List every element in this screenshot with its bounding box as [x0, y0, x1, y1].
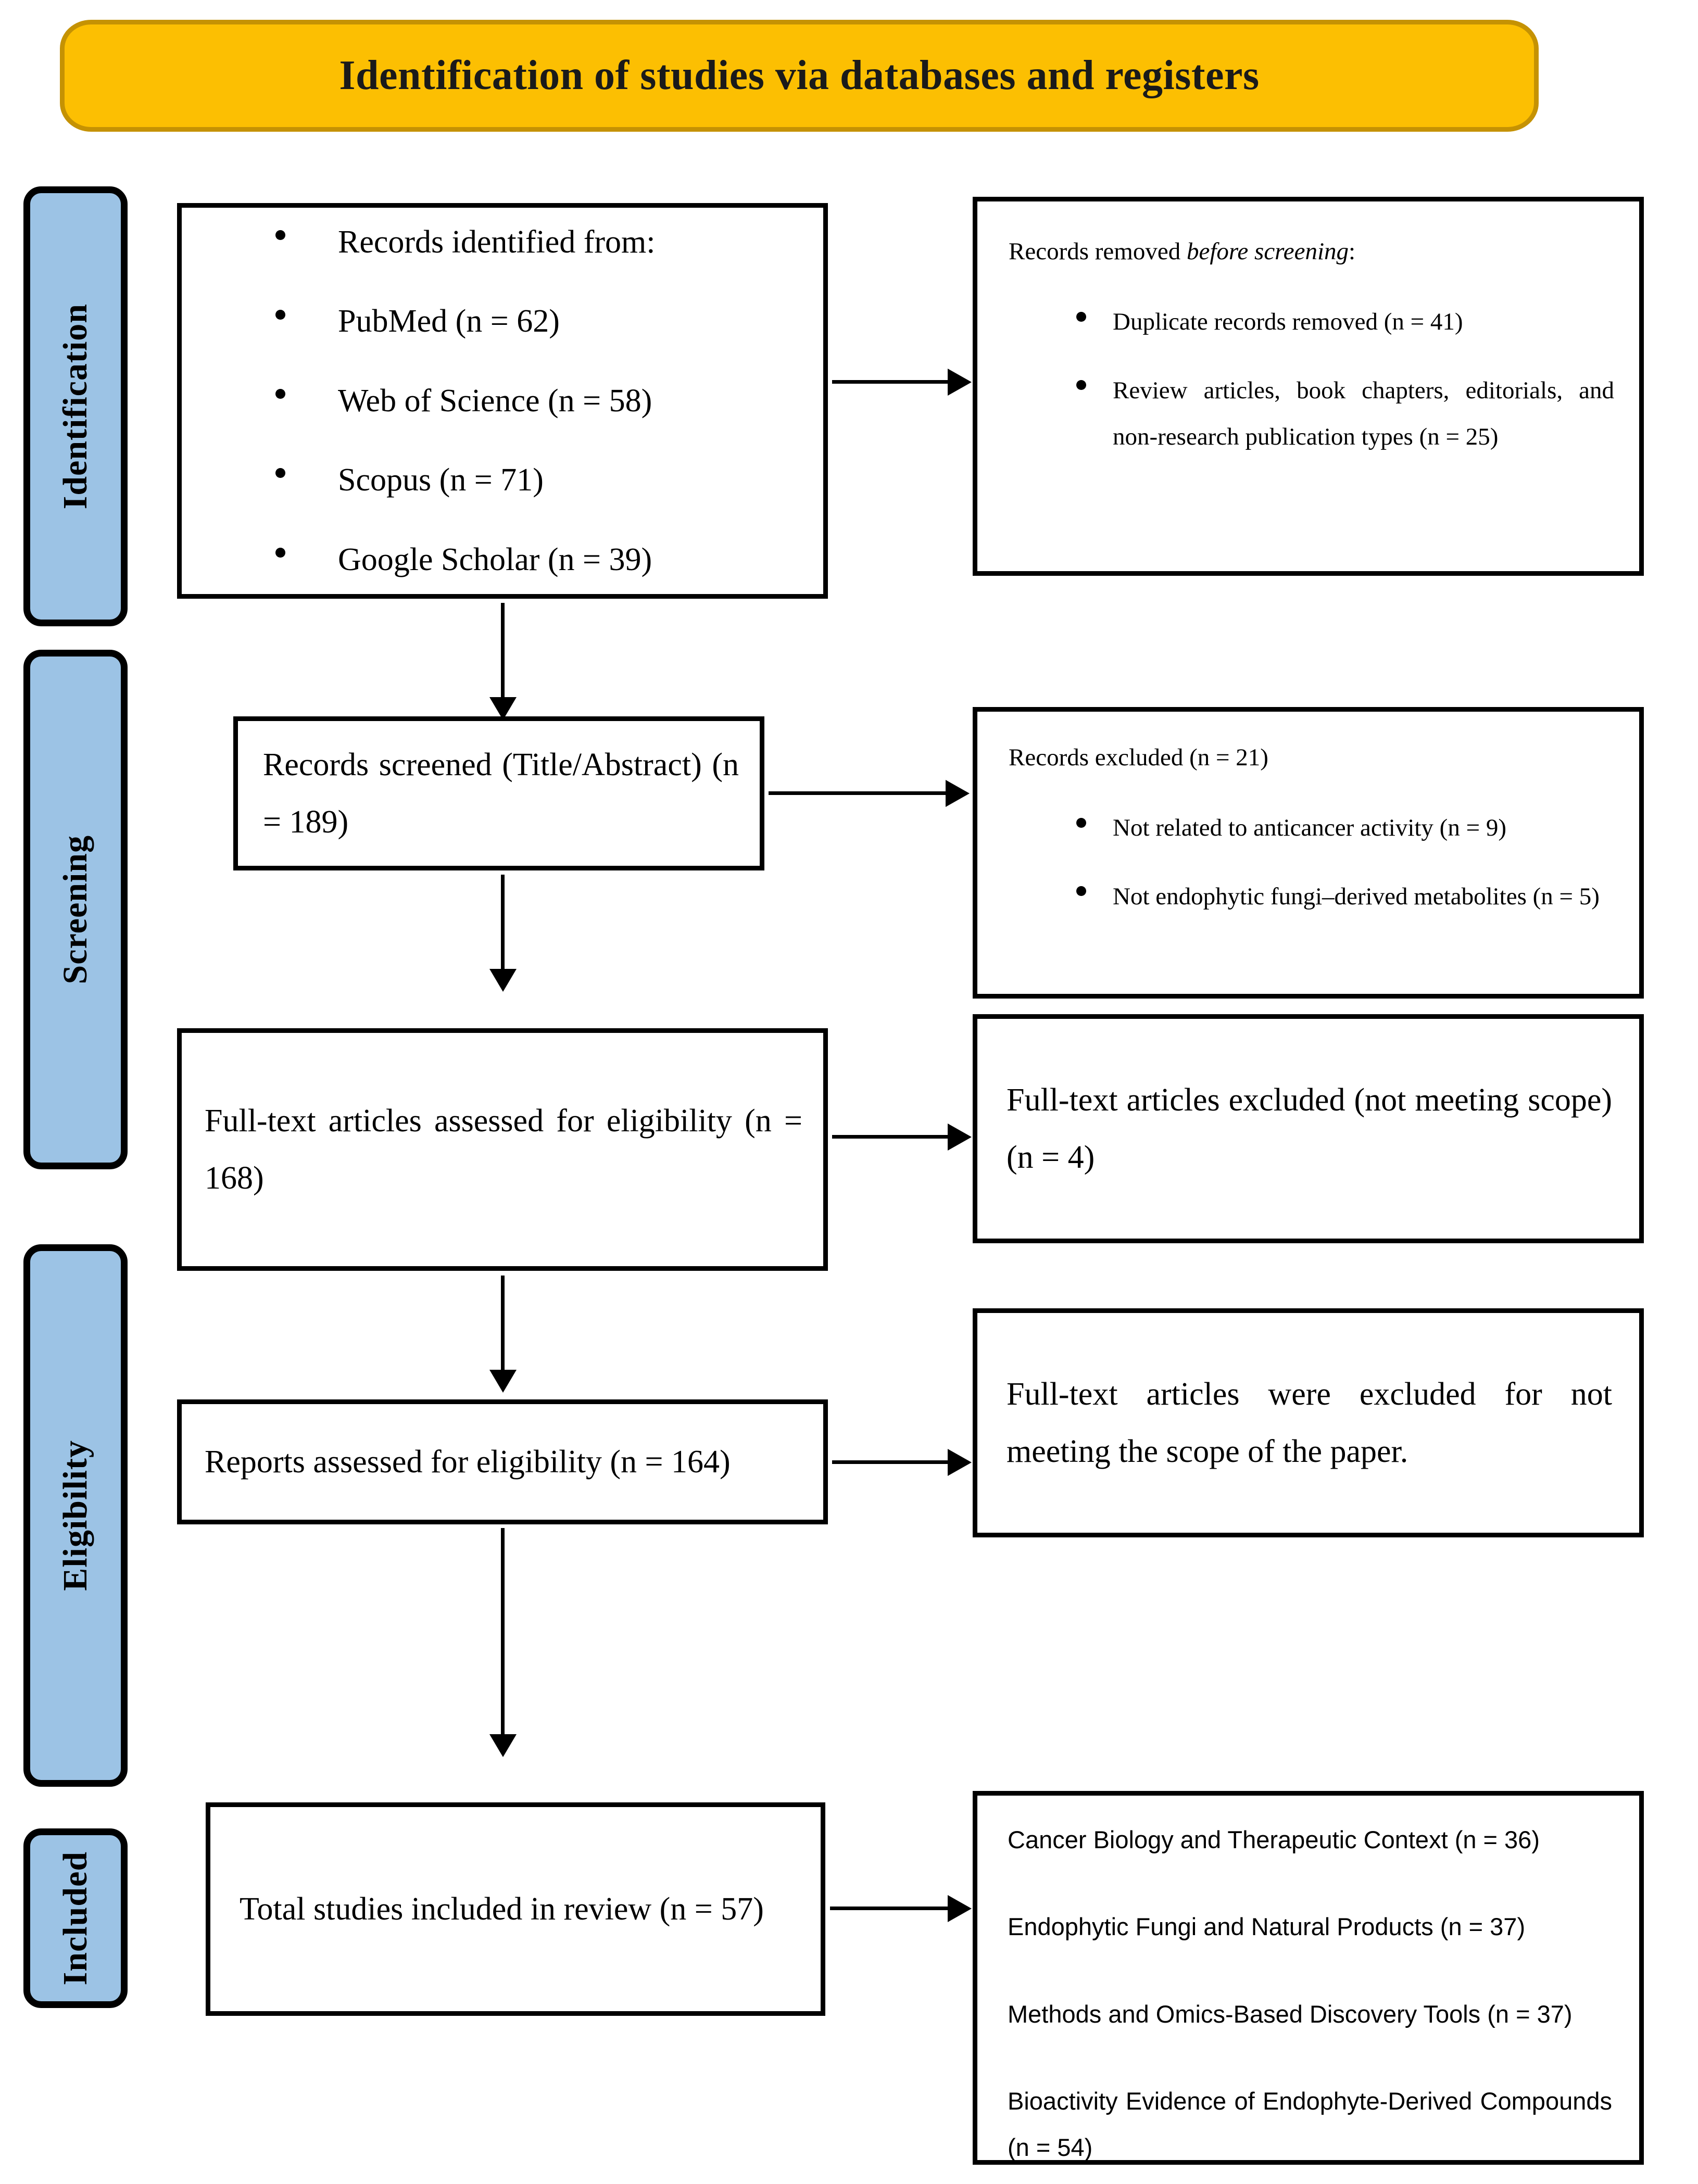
arrow-reports-to-reason	[832, 1460, 950, 1464]
list-item: Google Scholar (n = 39)	[275, 531, 802, 588]
box-records-removed: Records removed before screening: Duplic…	[973, 197, 1644, 576]
records-excluded-heading: Records excluded (n = 21)	[1009, 744, 1268, 771]
list-item: Not related to anticancer activity (n = …	[1009, 805, 1614, 851]
box-total-included: Total studies included in review (n = 57…	[206, 1802, 825, 2016]
box-records-identified: Records identified from: PubMed (n = 62)…	[177, 203, 828, 599]
stage-rail-screening: Screening	[23, 650, 128, 1169]
fulltext-assessed-text: Full-text articles assessed for eligibil…	[205, 1103, 802, 1196]
list-item: Web of Science (n = 58)	[275, 372, 802, 430]
stage-label-eligibility: Eligibility	[56, 1440, 94, 1591]
fulltext-excluded-text: Full-text articles excluded (not meeting…	[1007, 1082, 1612, 1175]
records-identified-list: Records identified from: PubMed (n = 62)…	[275, 213, 802, 588]
list-item: Review articles, book chapters, editoria…	[1009, 368, 1614, 461]
arrow-fulltext-to-reports	[501, 1276, 505, 1372]
records-screened-text: Records screened (Title/Abstract) (n = 1…	[263, 747, 739, 840]
reports-assessed-text: Reports assessed for eligibility (n = 16…	[205, 1444, 731, 1480]
bullet-icon	[275, 389, 285, 399]
arrow-identified-to-removed	[832, 380, 950, 384]
box-records-screened: Records screened (Title/Abstract) (n = 1…	[233, 716, 764, 870]
stage-label-screening: Screening	[56, 835, 94, 984]
category-item: Methods and Omics-Based Discovery Tools …	[1008, 2000, 1573, 2028]
arrow-identified-to-screened	[501, 603, 505, 699]
records-excluded-list: Not related to anticancer activity (n = …	[1009, 805, 1614, 920]
arrow-reports-to-included	[501, 1528, 505, 1736]
arrow-fulltext-to-excluded	[832, 1135, 950, 1139]
total-included-text: Total studies included in review (n = 57…	[240, 1891, 764, 1927]
stage-rail-included: Included	[23, 1828, 128, 2008]
bullet-icon	[1076, 380, 1086, 390]
stage-label-identification: Identification	[56, 303, 94, 510]
list-item: Not endophytic fungi–derived metabolites…	[1009, 874, 1614, 920]
bullet-icon	[1076, 817, 1086, 828]
reports-excluded-reason-text: Full-text articles were excluded for not…	[1007, 1376, 1612, 1469]
category-item: Cancer Biology and Therapeutic Context (…	[1008, 1826, 1540, 1853]
arrow-screened-to-excluded	[769, 791, 948, 795]
list-item: Scopus (n = 71)	[275, 451, 802, 509]
stage-rail-eligibility: Eligibility	[23, 1244, 128, 1787]
box-fulltext-assessed: Full-text articles assessed for eligibil…	[177, 1028, 828, 1271]
diagram-title-banner: Identification of studies via databases …	[60, 20, 1539, 132]
category-item: Bioactivity Evidence of Endophyte-Derive…	[1008, 2087, 1612, 2162]
stage-rail-identification: Identification	[23, 186, 128, 626]
box-included-categories: Cancer Biology and Therapeutic Context (…	[973, 1791, 1644, 2165]
diagram-title: Identification of studies via databases …	[339, 53, 1260, 98]
box-reports-excluded-reason: Full-text articles were excluded for not…	[973, 1308, 1644, 1537]
arrow-screened-to-fulltext	[501, 875, 505, 971]
bullet-icon	[275, 230, 285, 241]
records-removed-list: Duplicate records removed (n = 41) Revie…	[1009, 299, 1614, 460]
arrow-included-to-categories	[830, 1907, 950, 1910]
stage-label-included: Included	[56, 1851, 94, 1986]
bullet-icon	[275, 468, 285, 478]
bullet-icon	[275, 547, 285, 558]
bullet-icon	[275, 309, 285, 320]
list-item: PubMed (n = 62)	[275, 293, 802, 350]
category-item: Endophytic Fungi and Natural Products (n…	[1008, 1913, 1526, 1941]
box-records-excluded: Records excluded (n = 21) Not related to…	[973, 707, 1644, 999]
bullet-icon	[1076, 311, 1086, 322]
records-removed-heading: Records removed before screening:	[1009, 238, 1356, 265]
list-item: Records identified from:	[275, 213, 802, 271]
list-item: Duplicate records removed (n = 41)	[1009, 299, 1614, 345]
bullet-icon	[1076, 886, 1086, 897]
box-reports-assessed: Reports assessed for eligibility (n = 16…	[177, 1399, 828, 1524]
box-fulltext-excluded: Full-text articles excluded (not meeting…	[973, 1014, 1644, 1243]
